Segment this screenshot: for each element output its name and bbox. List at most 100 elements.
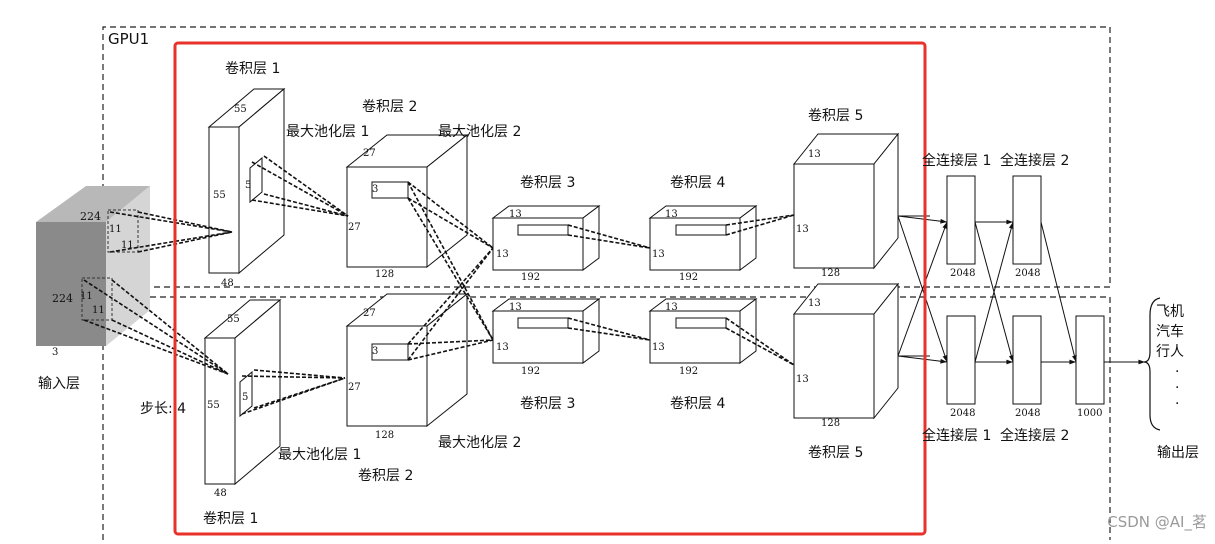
fc2-bottom-label: 全连接层 2 <box>1000 428 1070 444</box>
conv2-top-d: 27 <box>363 148 376 159</box>
fc1b-fc2t <box>974 221 1014 363</box>
fan-input-top-2 <box>137 231 233 253</box>
conv1-bot-d: 55 <box>227 314 240 325</box>
conv1-bottom-label: 卷积层 1 <box>203 511 259 527</box>
fan-conv2-bot-a-0 <box>407 247 494 345</box>
conv3-top-w: 192 <box>521 272 541 283</box>
conv4-bot-kernel <box>675 317 727 329</box>
conv4-top-d: 13 <box>665 209 678 220</box>
fan-conv1-top-3 <box>251 199 349 217</box>
fan-conv2-top-b-1 <box>407 197 494 341</box>
fan-conv2-bot-b-0 <box>407 339 494 345</box>
fc1b-fc2b-head <box>1006 359 1013 365</box>
conv4-bot-d: 13 <box>665 302 678 313</box>
c5b-fc1b-head <box>940 358 947 364</box>
conv3-bottom-block <box>491 298 601 364</box>
conv4-top-w: 192 <box>679 272 699 283</box>
conv5-top-block <box>792 132 900 270</box>
fan-input-bot-1 <box>111 279 229 375</box>
class-ellipsis-3: · <box>1175 396 1180 412</box>
c5t-fc1b-head <box>942 355 948 362</box>
fan-conv1-top-0 <box>251 161 349 217</box>
conv2-bot-h: 27 <box>348 382 361 393</box>
fan-conv4-bot-1 <box>725 327 795 366</box>
input-layer-label: 输入层 <box>38 376 80 392</box>
fan-input-top-0 <box>109 211 233 233</box>
pool1-bottom-label: 最大池化层 1 <box>278 447 362 463</box>
conv2-bottom-label: 卷积层 2 <box>358 468 414 484</box>
fc2b-fc3-head <box>1069 359 1076 365</box>
conv1-top-k: 5 <box>245 180 252 191</box>
conv3-bot-kernel <box>517 317 569 329</box>
fan-conv2-bot-b-1 <box>407 339 494 361</box>
output-brace <box>1143 297 1161 431</box>
conv1-bot-w: 48 <box>214 488 227 499</box>
conv5-top-label: 卷积层 5 <box>808 108 864 124</box>
fan-conv2-top-a-1 <box>407 197 494 249</box>
c5t-fc1t <box>897 215 948 223</box>
conv2-bot-kernel <box>371 343 409 361</box>
conv2-bot-k: 3 <box>372 346 379 357</box>
fc1t-fc2b-head <box>1008 355 1014 362</box>
fan-conv3-bot-1 <box>567 327 651 341</box>
fc2-bottom-block <box>1012 315 1042 405</box>
conv2-bot-w: 128 <box>375 430 395 441</box>
class-ellipsis-2: · <box>1175 380 1180 396</box>
fan-conv1-top-1 <box>263 155 349 217</box>
conv4-top-label: 卷积层 4 <box>670 175 726 191</box>
class-airplane: 飞机 <box>1156 304 1184 320</box>
conv4-top-kernel <box>675 224 727 236</box>
fc2-top-block <box>1012 175 1042 265</box>
gpu2-frame <box>100 296 1111 540</box>
input-dim-c: 3 <box>52 347 59 358</box>
pool2-top-label: 最大池化层 2 <box>438 124 522 140</box>
conv4-top-h: 13 <box>652 249 665 260</box>
conv1-top-d: 55 <box>234 104 247 115</box>
conv1-top-w: 48 <box>221 278 234 289</box>
fc2-top-label: 全连接层 2 <box>1000 153 1070 169</box>
fan-conv3-top-0 <box>567 224 651 249</box>
input-kernel-bot-b: 11 <box>92 305 105 316</box>
conv1-top-label: 卷积层 1 <box>225 61 281 77</box>
conv1-top-kernel <box>249 156 263 204</box>
fan-input-top-1 <box>137 211 233 233</box>
watermark: CSDN @AI_茗 <box>1107 513 1207 531</box>
fc1-top-block <box>946 175 976 265</box>
conv4-bot-h: 13 <box>652 342 665 353</box>
fan-conv4-top-0 <box>725 214 795 226</box>
input-image-front <box>36 222 106 346</box>
fc2t-fc3 <box>1040 221 1077 363</box>
input-kernel-top-b: 11 <box>121 240 134 251</box>
pool1-top-label: 最大池化层 1 <box>286 124 370 140</box>
fc1-top-label: 全连接层 1 <box>922 153 992 169</box>
conv3-top-kernel <box>517 224 569 236</box>
fan-input-bot-2 <box>111 319 229 375</box>
conv3-bot-h: 13 <box>496 342 509 353</box>
conv3-bottom-label: 卷积层 3 <box>520 396 576 412</box>
conv5-top-w: 128 <box>821 268 841 279</box>
gpu-label: GPU1 <box>108 30 150 48</box>
fan-conv1-bot-1 <box>253 369 346 379</box>
class-ellipsis-1: · <box>1175 364 1180 380</box>
conv2-top-label: 卷积层 2 <box>362 99 418 115</box>
fan-conv3-bot-0 <box>567 317 651 341</box>
conv5-top-h: 13 <box>796 224 809 235</box>
conv5-bot-w: 128 <box>821 418 841 429</box>
c5b-fc1t-head <box>942 222 947 229</box>
stride-label: 步长: 4 <box>140 401 187 417</box>
fan-conv3-top-1 <box>567 234 651 249</box>
conv3-top-label: 卷积层 3 <box>520 175 576 191</box>
conv3-bot-d: 13 <box>509 302 522 313</box>
pool2-bottom-label: 最大池化层 2 <box>438 435 522 451</box>
fc3-block <box>1075 315 1105 405</box>
fan-input-top-3 <box>109 231 233 253</box>
input-dim-w: 224 <box>80 210 101 223</box>
conv1-top-h: 55 <box>213 190 226 201</box>
fan-conv4-bot-0 <box>725 317 795 366</box>
fc1b-fc2t-head <box>1008 222 1014 229</box>
conv1-bottom-block <box>203 298 282 486</box>
c5b-fc1b <box>897 355 948 363</box>
fc2-top-n: 2048 <box>1015 268 1041 279</box>
